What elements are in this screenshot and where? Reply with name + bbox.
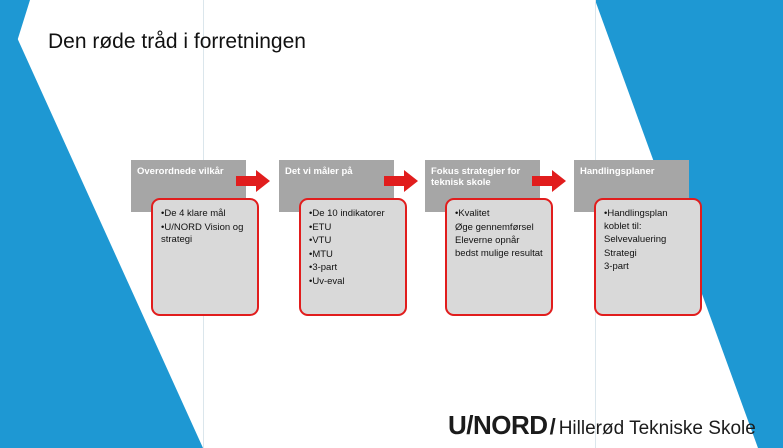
step-item: 3-part xyxy=(309,262,399,275)
footer-branding: U/NORD/Hillerød Tekniske Skole xyxy=(448,410,756,441)
step-fokus-strategier: Fokus strategier for teknisk skole Kvali… xyxy=(425,160,575,320)
right-arrow-icon xyxy=(236,170,270,192)
step-item: ETU xyxy=(309,222,399,235)
step-item: Handlingsplan koblet til: xyxy=(604,208,694,233)
step-item: U/NORD Vision og strategi xyxy=(161,222,251,247)
step-item: Selvevaluering xyxy=(604,234,667,245)
left-blue-triangle xyxy=(0,0,203,448)
step-det-vi-maaler-paa: Det vi måler på De 10 indikatorer ETU VT… xyxy=(279,160,429,320)
brand-separator: / xyxy=(549,414,556,439)
step-item: Eleverne opnår bedst mulige resultat xyxy=(455,235,543,259)
step-handlingsplaner: Handlingsplaner Handlingsplan koblet til… xyxy=(574,160,724,320)
step-item: Øge gennemførsel xyxy=(455,221,534,233)
step-item: VTU xyxy=(309,235,399,248)
right-arrow-icon xyxy=(384,170,418,192)
step-item: De 4 klare mål xyxy=(161,208,251,221)
step-body: De 10 indikatorer ETU VTU MTU 3-part Uv-… xyxy=(299,198,407,316)
top-left-blue-corner xyxy=(0,0,30,96)
step-body: Handlingsplan koblet til: Selvevaluering… xyxy=(594,198,702,316)
step-body: Kvalitet Øge gennemførsel Eleverne opnår… xyxy=(445,198,553,316)
step-body: De 4 klare mål U/NORD Vision og strategi xyxy=(151,198,259,316)
slide-title: Den røde tråd i forretningen xyxy=(48,30,306,53)
step-item: Uv-eval xyxy=(309,276,399,289)
step-item: MTU xyxy=(309,249,399,262)
step-item: Strategi xyxy=(604,247,637,259)
step-item: 3-part xyxy=(604,261,629,272)
step-item: Kvalitet xyxy=(455,208,545,221)
step-overordnede-vilkaar: Overordnede vilkår De 4 klare mål U/NORD… xyxy=(131,160,281,320)
right-arrow-icon xyxy=(532,170,566,192)
school-name: Hillerød Tekniske Skole xyxy=(558,418,756,439)
unord-logo: U/NORD xyxy=(448,410,548,440)
step-item: De 10 indikatorer xyxy=(309,208,399,221)
